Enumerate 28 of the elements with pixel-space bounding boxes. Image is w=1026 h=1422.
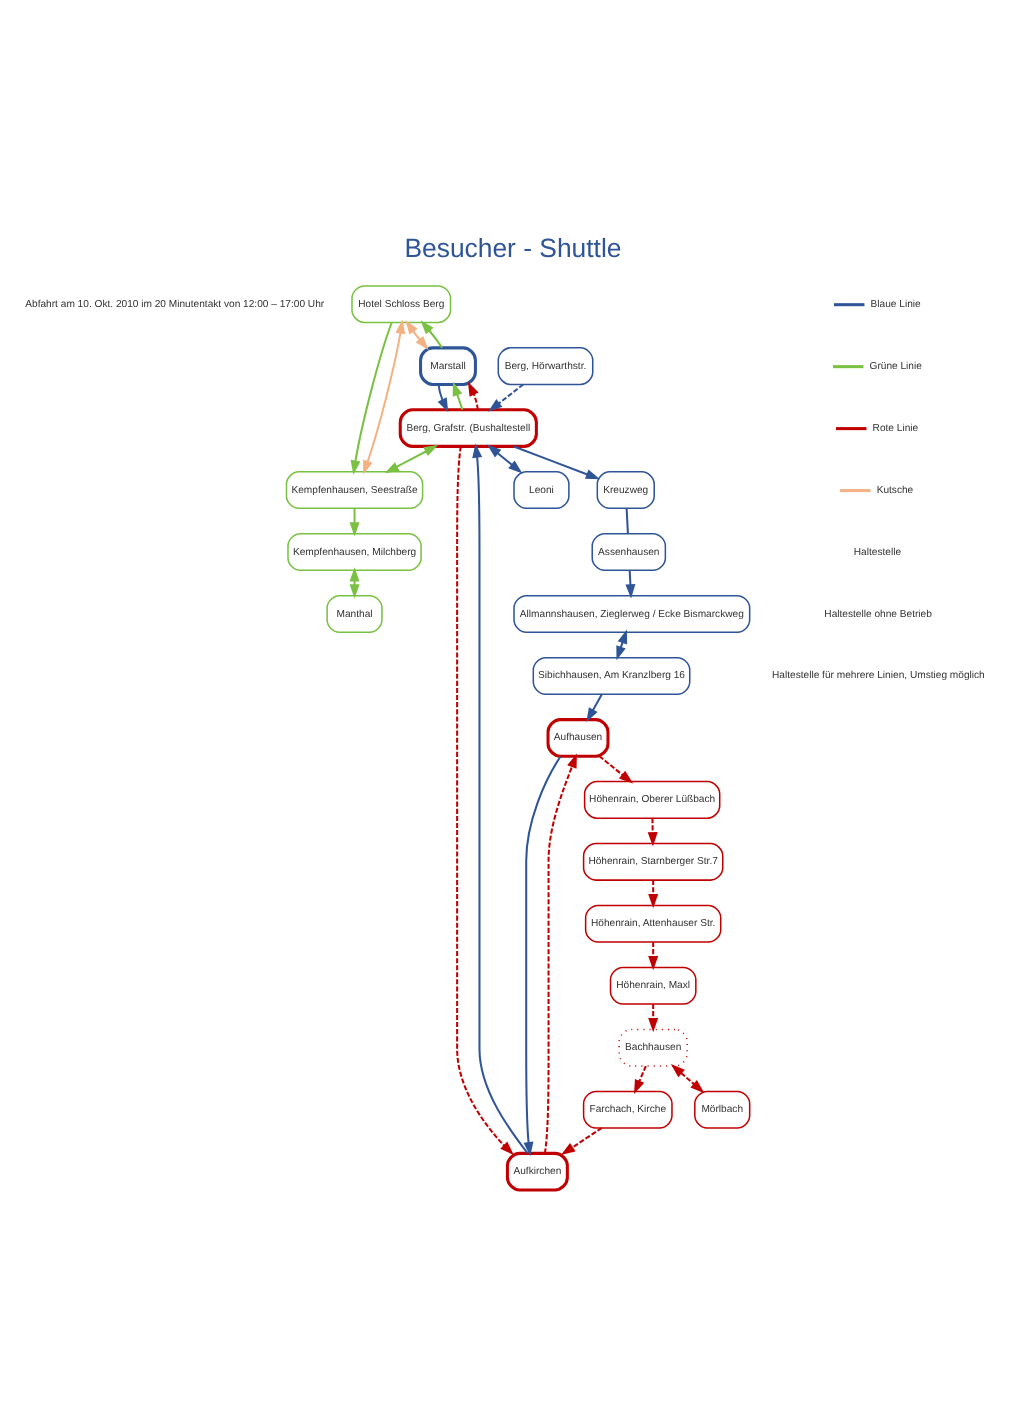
arrow xyxy=(488,383,524,412)
arrow xyxy=(487,444,523,474)
arrow xyxy=(350,322,393,475)
arrow xyxy=(543,753,577,1154)
arrow xyxy=(456,446,514,1156)
arrow xyxy=(647,818,658,847)
arrow xyxy=(437,384,449,413)
arrow xyxy=(513,445,601,480)
arrow xyxy=(467,381,479,410)
arrow xyxy=(523,755,562,1157)
arrow xyxy=(420,320,443,349)
arrow xyxy=(598,755,634,784)
arrow xyxy=(586,693,603,723)
connector xyxy=(625,508,629,534)
arrow xyxy=(405,320,429,350)
arrow xyxy=(384,445,439,474)
arrow xyxy=(648,1004,659,1033)
arrow xyxy=(560,1127,603,1156)
diagram-title: Besucher - Shuttle xyxy=(404,233,622,264)
arrow xyxy=(634,1065,647,1094)
arrow xyxy=(349,508,360,537)
arrow xyxy=(472,443,529,1154)
arrow xyxy=(670,1064,705,1094)
arrow xyxy=(452,381,464,410)
arrow xyxy=(648,880,659,909)
arrow xyxy=(625,570,636,599)
arrow xyxy=(648,942,659,971)
arrow xyxy=(363,319,406,475)
